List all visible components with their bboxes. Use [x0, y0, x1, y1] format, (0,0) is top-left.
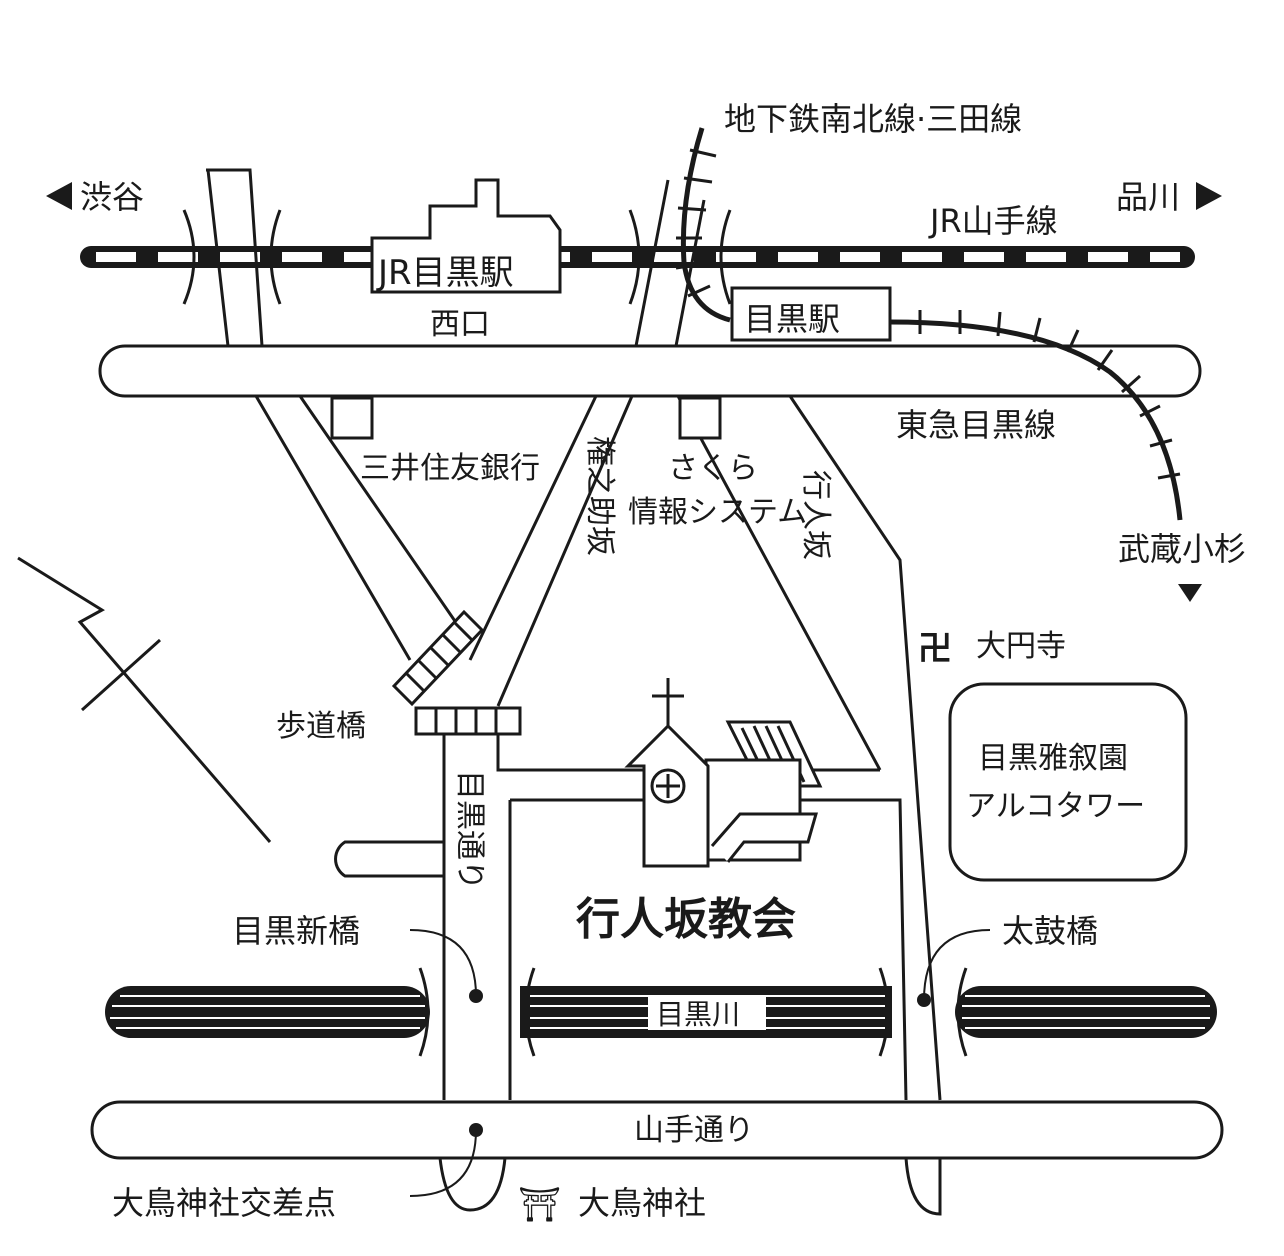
pedestrian-bridge-horizontal — [414, 706, 522, 736]
gonnosuke-zaka-road-top — [634, 179, 706, 347]
church-icon — [624, 678, 823, 868]
label-tokyu-meguro: 東急目黒線 — [896, 406, 1056, 444]
label-musashi-kosugi: 武蔵小杉 — [1118, 530, 1246, 568]
sakura-marker — [678, 396, 722, 440]
gyoninzaka-road — [676, 395, 942, 1101]
label-meguro-river: 目黒川 — [656, 998, 740, 1031]
meguro-dori-road — [442, 735, 908, 1101]
label-hodokyo: 歩道橋 — [276, 709, 366, 744]
north-arrow-icon — [17, 556, 272, 843]
label-meguro-shinbashi: 目黒新橋 — [232, 912, 360, 950]
label-meguro-dori: 目黒通り — [452, 770, 487, 890]
tokyu-meguro-track — [889, 310, 1183, 521]
leader-lines — [409, 929, 991, 1197]
label-west-exit: 西口 — [430, 307, 490, 342]
gajoen-building — [948, 682, 1188, 882]
bank-marker — [330, 396, 374, 440]
meguro-station-building — [730, 286, 892, 342]
arrow-left-icon — [46, 182, 72, 210]
label-jr-meguro-station: JR目黒駅 — [376, 253, 514, 293]
label-church: 行人坂教会 — [576, 894, 796, 945]
label-daienji: 大円寺 — [976, 629, 1066, 664]
temple-icon: 卍 — [918, 629, 952, 669]
label-gyoninzaka: 行人坂 — [798, 470, 833, 560]
label-gonnosuke-zaka: 権之助坂 — [582, 436, 617, 556]
left-diagonal-road — [206, 168, 470, 661]
label-gajoen-1: 目黒雅叙園 — [978, 741, 1128, 776]
subway-track — [675, 127, 731, 323]
yamate-dori-branch — [438, 1157, 942, 1216]
gonnosuke-zaka-road — [468, 395, 634, 707]
label-taikobashi: 太鼓橋 — [1002, 912, 1098, 950]
label-subway: 地下鉄南北線·三田線 — [724, 100, 1022, 138]
label-shinagawa: 品川 — [1116, 178, 1180, 216]
label-gajoen-2: アルコタワー — [966, 789, 1145, 824]
label-sakura-1: さくら — [668, 451, 758, 486]
arrow-right-icon — [1196, 182, 1222, 210]
yamate-dori-road — [90, 1100, 1224, 1160]
side-road-left — [334, 840, 444, 878]
label-bank: 三井住友銀行 — [360, 451, 540, 486]
jr-meguro-station-building — [370, 178, 562, 294]
label-otori-crossing: 大鳥神社交差点 — [112, 1184, 336, 1222]
meguro-river — [105, 967, 1217, 1057]
rail-bridge-marks — [182, 209, 732, 305]
label-jr-yamanote: JR山手線 — [928, 202, 1058, 240]
shrine-icon: ⛩ — [518, 1185, 561, 1225]
station-front-road — [98, 344, 1202, 398]
arrow-down-icon — [1178, 584, 1202, 602]
pedestrian-bridge-diagonal — [391, 609, 485, 707]
label-meguro-station: 目黒駅 — [744, 300, 840, 338]
label-shibuya: 渋谷 — [80, 178, 144, 216]
label-otori-jinja: 大鳥神社 — [578, 1184, 706, 1222]
label-sakura-2: 情報システム — [628, 495, 807, 530]
label-yamate-dori: 山手通り — [634, 1113, 754, 1148]
